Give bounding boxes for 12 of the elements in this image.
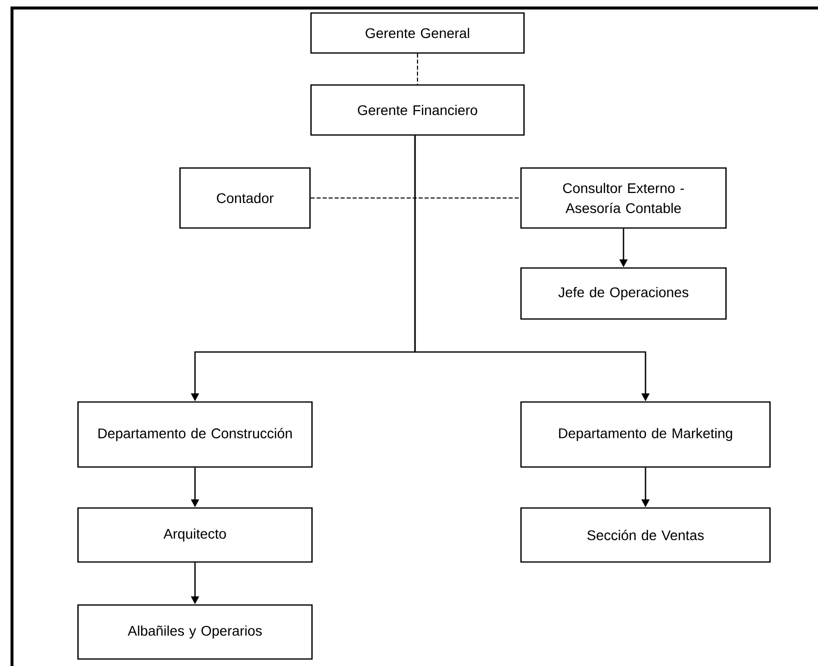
connector xyxy=(416,54,418,84)
position-box: Albañiles y Operarios xyxy=(77,604,313,660)
position-box: Departamento de Marketing xyxy=(520,401,771,468)
position-box: Sección de Ventas xyxy=(520,507,771,563)
position-box: Departamento de Construcción xyxy=(77,401,313,468)
position-box: Gerente Financiero xyxy=(310,84,525,136)
connector xyxy=(310,197,520,199)
position-box: Jefe de Operaciones xyxy=(520,267,727,320)
position-box: Contador xyxy=(179,167,311,229)
position-box: Consultor Externo - Asesoría Contable xyxy=(520,167,727,229)
position-box: Arquitecto xyxy=(77,507,313,563)
position-box: Gerente General xyxy=(310,12,525,54)
